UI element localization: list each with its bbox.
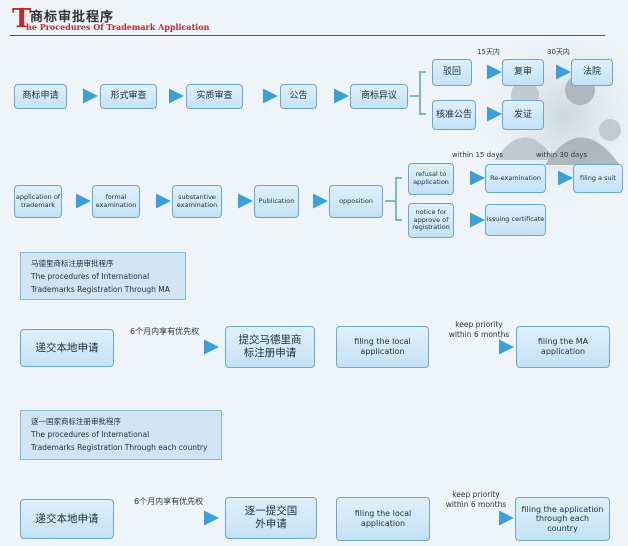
- madrid-priority-label-en: keep priority within 6 months: [448, 320, 510, 339]
- step-substantive-examination: 实质审查: [186, 84, 243, 109]
- label-30-days-zh: 30天内: [547, 48, 570, 56]
- step-refusal-en: refusal to application: [408, 163, 454, 195]
- madrid-note: 马德里商标注册审批程序 The procedures of Internatio…: [20, 252, 186, 300]
- step-formal-examination-en: formal examination: [92, 185, 140, 218]
- title-initial: T: [12, 4, 32, 34]
- step-filing-suit-en: filing a suit: [573, 164, 623, 193]
- madrid-note-en2: Trademarks Registration Through MA: [31, 285, 170, 294]
- connector-zh-up: [410, 71, 426, 97]
- step-reexamination-en: Re-examination: [485, 164, 546, 193]
- country-note-en1: The procedures of International: [31, 430, 150, 439]
- connector-en-up: [385, 177, 402, 202]
- country-local-application-en: filing the local application: [336, 497, 430, 541]
- title-divider: [10, 35, 605, 36]
- country-priority-label-en: keep priority within 6 months: [445, 490, 507, 509]
- page-title-en: he Procedures Of Trademark Application: [26, 22, 210, 32]
- label-15-days-zh: 15天内: [477, 48, 500, 56]
- madrid-ma-application-en: filing the MA application: [516, 326, 610, 368]
- step-issuing-certificate-en: issuing certificate: [485, 204, 546, 236]
- madrid-note-zh: 马德里商标注册审批程序: [31, 259, 114, 268]
- step-trademark-application: 商标申请: [14, 84, 67, 109]
- page-title-zh: 商标审批程序: [30, 10, 115, 25]
- country-priority-label-zh: 6个月内享有优先权: [134, 497, 204, 506]
- label-15-days-en: within 15 days: [452, 151, 504, 159]
- step-approval-publication: 核准公告: [432, 100, 476, 130]
- madrid-local-application-zh: 递交本地申请: [20, 329, 114, 367]
- step-publication-en: Publication: [254, 185, 299, 218]
- country-each-application-en: filing the application through each coun…: [515, 497, 610, 541]
- step-refusal: 驳回: [432, 59, 472, 86]
- step-substantive-examination-en: substantive examination: [172, 185, 222, 218]
- step-publication: 公告: [280, 84, 317, 109]
- step-certificate: 发证: [502, 100, 544, 130]
- step-opposition: 商标异议: [350, 84, 408, 109]
- step-opposition-en: opposition: [329, 185, 383, 218]
- madrid-priority-label-zh: 6个月内享有优先权: [130, 327, 200, 336]
- connector-zh-down: [419, 96, 426, 115]
- label-30-days-en: within 30 days: [536, 151, 588, 159]
- country-local-application-zh: 递交本地申请: [20, 499, 114, 539]
- country-note-en2: Trademarks Registration Through each cou…: [31, 443, 208, 452]
- country-note-zh: 逐一国家商标注册审批程序: [31, 417, 121, 426]
- step-formal-examination: 形式审查: [100, 84, 157, 109]
- step-court: 法院: [571, 59, 613, 86]
- connector-en-down: [395, 201, 402, 221]
- country-submit-each-zh: 逐一提交国外申请: [225, 497, 317, 539]
- country-note: 逐一国家商标注册审批程序 The procedures of Internati…: [20, 410, 222, 460]
- madrid-note-en1: The procedures of International: [31, 272, 150, 281]
- step-reexamination: 复审: [502, 59, 544, 86]
- step-approval-notice-en: notice for approve of registration: [408, 203, 454, 238]
- madrid-local-application-en: filing the local application: [336, 326, 429, 368]
- step-application-of-trademark: application of trademark: [14, 185, 62, 218]
- madrid-submit-application-zh: 提交马德里商标注册申请: [225, 326, 315, 368]
